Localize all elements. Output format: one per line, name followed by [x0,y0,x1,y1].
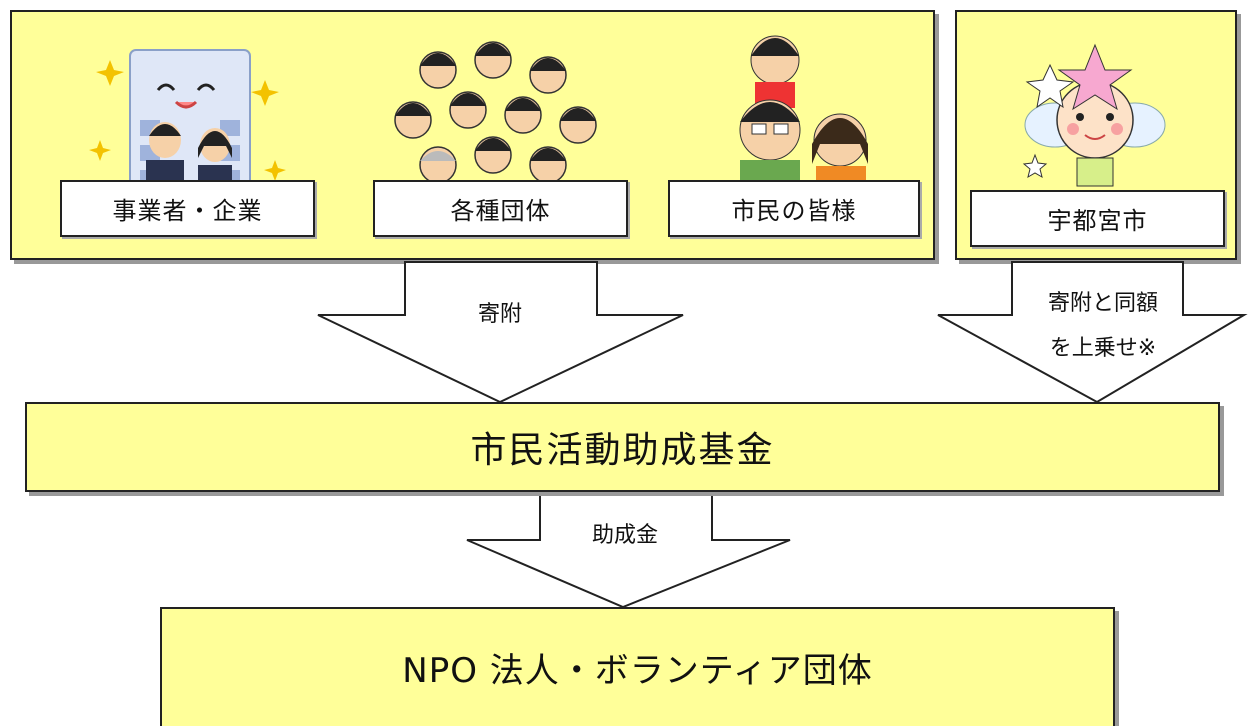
grant-arrow-label: 助成金 [591,523,658,548]
recipients-panel: NPO 法人・ボランティア団体 [160,607,1115,726]
citizens-label: 市民の皆様 [668,180,920,237]
city-match-line1: 寄附と同額 [1047,291,1158,316]
city-mascot-illustration [1022,43,1166,187]
building-mascot-illustration [89,49,286,205]
fund-panel: 市民活動助成基金 [25,402,1220,492]
recipients-title: NPO 法人・ボランティア団体 [402,651,873,691]
donation-arrow-label: 寄附 [477,302,522,327]
grant-arrow [466,492,791,609]
city-label: 宇都宮市 [970,190,1225,247]
business-label: 事業者・企業 [60,180,315,237]
city-match-line2: を上乗せ※ [1049,336,1157,361]
city-arrow [937,261,1248,404]
organizations-label: 各種団体 [373,180,628,237]
donation-arrow [317,261,684,404]
fund-title: 市民活動助成基金 [470,430,775,471]
